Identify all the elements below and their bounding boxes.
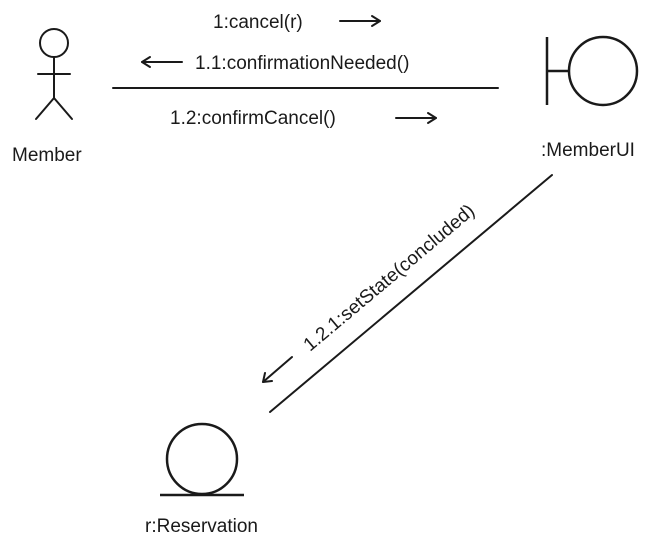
member-ui-label: :MemberUI <box>541 140 635 161</box>
arrow-right-icon <box>395 112 437 124</box>
reservation-label: r:Reservation <box>145 516 258 537</box>
arrow-down-left-icon <box>262 356 293 383</box>
arrow-left-icon <box>141 56 183 68</box>
entity-object-icon <box>160 422 244 497</box>
message-1-2-1-label: 1.2.1:setState(concluded) <box>300 201 479 356</box>
member-actor-icon <box>35 28 73 120</box>
ui-reservation-link <box>269 174 553 413</box>
message-1-label: 1:cancel(r) <box>213 12 303 33</box>
message-1-1-label: 1.1:confirmationNeeded() <box>195 53 409 74</box>
member-label: Member <box>12 145 82 166</box>
message-1-2-label: 1.2:confirmCancel() <box>170 108 336 129</box>
boundary-object-icon <box>545 35 639 107</box>
arrow-right-icon <box>339 15 381 27</box>
